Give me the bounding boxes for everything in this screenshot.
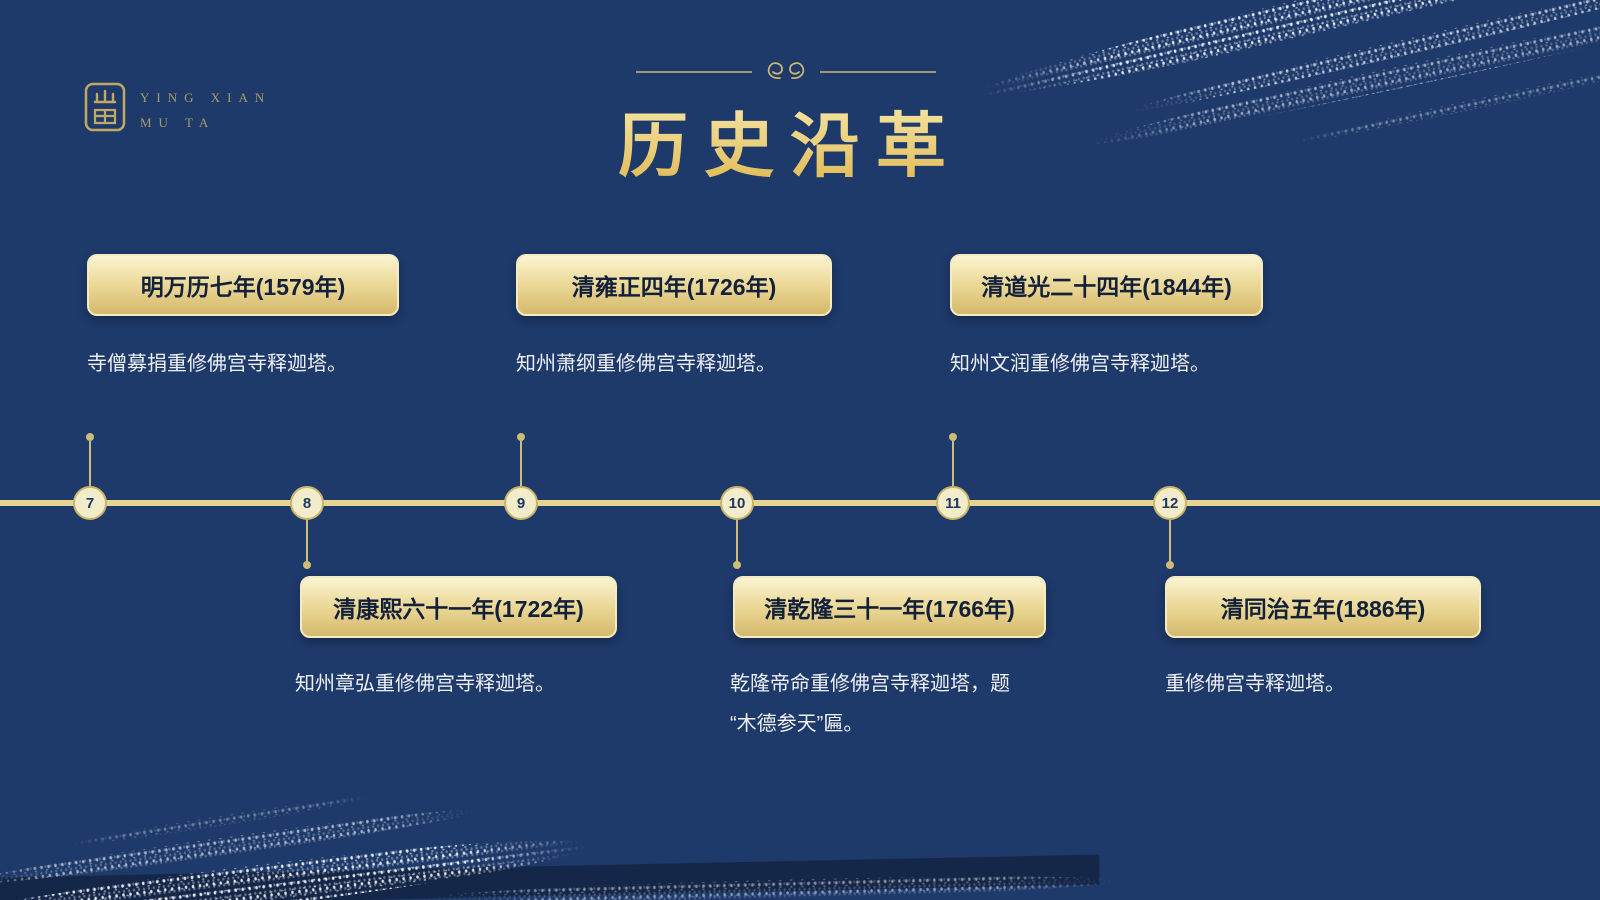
- connector-dot: [1166, 561, 1174, 569]
- connector-line: [306, 520, 308, 562]
- event-card-1886: 清同治五年(1886年): [1165, 576, 1481, 638]
- event-year-label: 清乾隆三十一年(1766年): [764, 596, 1015, 622]
- seal-logo-icon: [84, 82, 126, 132]
- event-card-1726: 清雍正四年(1726年): [516, 254, 832, 316]
- node-number: 11: [945, 494, 961, 512]
- event-year-label: 清康熙六十一年(1722年): [333, 596, 584, 622]
- connector-dot: [517, 433, 525, 441]
- connector-dot: [86, 433, 94, 441]
- logo: YING XIAN MU TA: [84, 82, 271, 135]
- event-description: 寺僧募捐重修佛宫寺释迦塔。: [87, 353, 347, 375]
- timeline-node-8: 8: [290, 486, 324, 520]
- connector-dot: [733, 561, 741, 569]
- timeline-node-9: 9: [504, 486, 538, 520]
- event-description: 知州文润重修佛宫寺释迦塔。: [950, 353, 1210, 375]
- event-card-1579: 明万历七年(1579年): [87, 254, 399, 316]
- connector-line: [1169, 520, 1171, 562]
- timeline-bar: [0, 500, 1600, 506]
- event-year-label: 清雍正四年(1726年): [571, 274, 777, 300]
- connector-dot: [303, 561, 311, 569]
- event-description: 知州章弘重修佛宫寺释迦塔。: [295, 673, 555, 695]
- event-year-label: 明万历七年(1579年): [140, 274, 346, 300]
- connector-line: [89, 441, 91, 486]
- event-description: 重修佛宫寺释迦塔。: [1165, 673, 1345, 695]
- connector-line: [952, 441, 954, 486]
- logo-line2: MU TA: [140, 111, 271, 136]
- logo-text: YING XIAN MU TA: [140, 86, 271, 135]
- node-number: 10: [728, 494, 746, 512]
- event-card-1766: 清乾隆三十一年(1766年): [733, 576, 1046, 638]
- event-year-label: 清道光二十四年(1844年): [981, 274, 1232, 300]
- event-year-label: 清同治五年(1886年): [1220, 596, 1426, 622]
- timeline-node-7: 7: [73, 486, 107, 520]
- event-card-1722: 清康熙六十一年(1722年): [300, 576, 617, 638]
- connector-dot: [949, 433, 957, 441]
- connector-line: [736, 520, 738, 562]
- slide-title: 历史沿革: [0, 90, 1580, 191]
- timeline-node-12: 12: [1153, 486, 1187, 520]
- node-number: 12: [1161, 494, 1179, 512]
- connector-line: [520, 441, 522, 486]
- timeline-node-10: 10: [720, 486, 754, 520]
- event-description: 乾隆帝命重修佛宫寺释迦塔，题 “木德参天”匾。: [730, 673, 1010, 735]
- event-card-1844: 清道光二十四年(1844年): [950, 254, 1263, 316]
- node-number: 9: [516, 494, 526, 512]
- event-description: 知州萧纲重修佛宫寺释迦塔。: [516, 353, 776, 375]
- logo-line1: YING XIAN: [140, 86, 271, 111]
- node-number: 7: [85, 494, 95, 512]
- scroll-ornament-icon: [636, 62, 936, 79]
- timeline-node-11: 11: [936, 486, 970, 520]
- node-number: 8: [302, 494, 312, 512]
